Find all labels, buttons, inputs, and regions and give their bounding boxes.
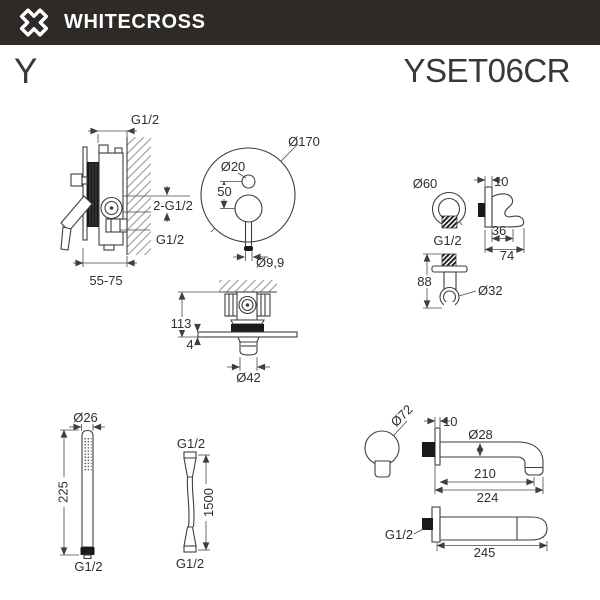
spout-tube-top (439, 516, 548, 541)
spout-wall-plate-top (431, 506, 441, 543)
holder-profile (491, 193, 525, 228)
dim-outlet-thread: G1/2 (433, 233, 461, 248)
mounting-plate (82, 146, 88, 241)
trim-sleeve (231, 324, 264, 332)
spout-wall-plate (434, 427, 441, 466)
dim-length: 245 (474, 545, 496, 560)
drawing-spout-top: G1/2 245 (385, 506, 548, 560)
hose-nut-top (183, 451, 197, 459)
model-code: YSET06CR (403, 52, 570, 89)
header-bar: WHITECROSS (0, 0, 600, 45)
handle-hub (234, 194, 263, 223)
spray-face (83, 438, 92, 471)
series-title: Y (14, 52, 38, 91)
holder-flange (431, 265, 468, 273)
drawing-mixer-front-view: Ø170 Ø20 50 Ø9,9 (200, 134, 320, 270)
dim-hook-diameter: Ø32 (478, 283, 503, 298)
holder-thread (441, 253, 457, 267)
drawing-mixer-side-view: G1/2 2-G1/2 G1/2 55-75 (60, 112, 193, 288)
hose-nut-bottom (183, 545, 197, 553)
dim-thread-top: G1/2 (131, 112, 159, 127)
dim-depth-inner: 36 (492, 223, 506, 238)
dim-thread: G1/2 (385, 527, 413, 542)
dim-plate-thickness: 4 (186, 337, 193, 352)
holder-wall-plate (484, 186, 493, 228)
dim-thread-bottom: G1/2 (156, 232, 184, 247)
spout-flange (364, 430, 400, 466)
spout-top-dimensions (413, 528, 548, 551)
dim-depth-total: 74 (500, 248, 514, 263)
whitecross-x-cross-icon (19, 8, 49, 37)
hand-shower-dimensions (60, 423, 105, 556)
dim-trim-diameter: Ø42 (236, 370, 261, 385)
dim-flange-diameter: Ø72 (388, 402, 416, 430)
hose-tube (186, 476, 190, 528)
dim-length-total: 224 (477, 490, 499, 505)
dim-head-diameter: Ø26 (73, 410, 98, 425)
drawing-hose: G1/2 1500 G1/2 (176, 436, 216, 571)
dim-threads-wall: 2-G1/2 (153, 198, 193, 213)
dim-lever-diameter: Ø9,9 (256, 255, 284, 270)
hose-dimensions (198, 454, 210, 551)
dim-plate-thickness: 10 (494, 174, 508, 189)
drawing-wall-outlet: Ø60 10 G1/2 36 74 88 Ø32 (413, 174, 525, 310)
valve-section-dimensions (169, 291, 270, 371)
trim-plate-edge (197, 331, 298, 338)
dim-valve-height: 113 (171, 316, 192, 331)
lever-tip (244, 246, 253, 251)
dim-escutcheon-diameter: Ø60 (413, 176, 438, 191)
dim-length: 225 (56, 481, 71, 503)
dim-plate-thickness: 10 (443, 414, 457, 429)
drawing-spout-side: Ø72 10 Ø28 210 224 (364, 402, 544, 505)
dim-mount-depth: 55-75 (89, 273, 122, 288)
drawing-hand-shower: Ø26 225 G1/2 (56, 410, 105, 574)
dim-center-offset: 50 (217, 184, 231, 199)
handle-end (80, 547, 95, 555)
mixer-side-dimensions (73, 127, 190, 267)
spout-connector (239, 341, 258, 356)
spout-tube (439, 441, 544, 476)
handle-knob (70, 173, 83, 187)
brand-name: WHITECROSS (64, 11, 206, 33)
dim-length: 1500 (201, 488, 216, 517)
dim-thread-top: G1/2 (177, 436, 205, 451)
wall-outlet-dimensions (416, 176, 525, 309)
spout-nose-front (374, 460, 391, 478)
mixer-front-dimensions (215, 172, 268, 261)
dim-button-diameter: Ø20 (221, 159, 246, 174)
dim-thread-bottom: G1/2 (176, 556, 204, 571)
dim-plate-diameter: Ø170 (288, 134, 320, 149)
drawing-valve-section: 113 4 Ø42 (169, 280, 298, 385)
dim-tube-diameter: Ø28 (468, 427, 493, 442)
wall-hatch (219, 280, 277, 292)
spout-side-dimensions (424, 417, 544, 494)
dim-holder-height: 88 (417, 274, 431, 289)
dim-reach: 210 (474, 466, 496, 481)
dim-thread: G1/2 (74, 559, 102, 574)
outlet-thread (441, 215, 458, 229)
